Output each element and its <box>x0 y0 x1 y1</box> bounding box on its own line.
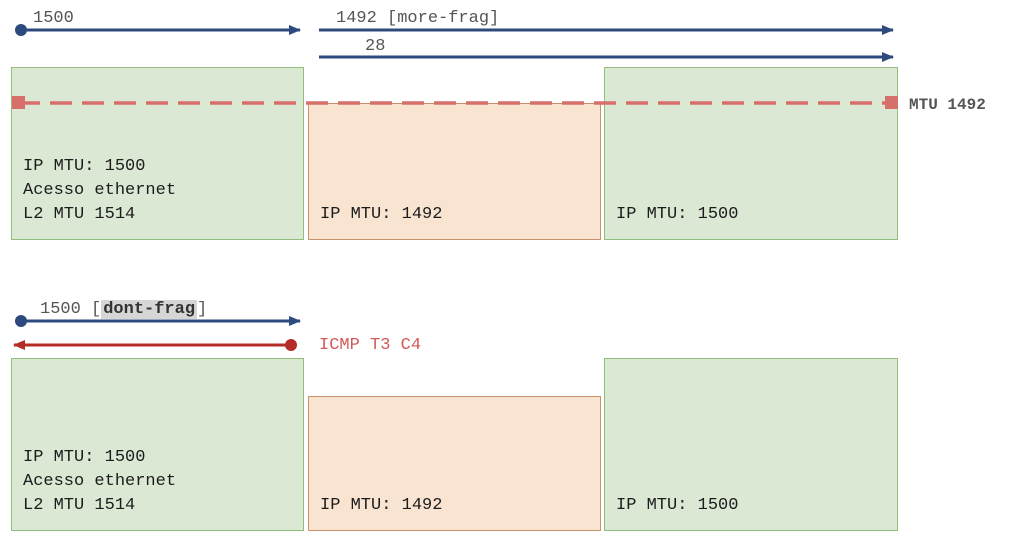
bottom-arrow-1500 <box>15 315 301 327</box>
icmp-return-arrow <box>13 339 297 351</box>
dont-frag-flag: dont-frag <box>101 300 198 319</box>
bottom-arrow-label-prefix: 1500 [ <box>40 300 102 319</box>
bottom-link-box-2: IP MTU: 1492 <box>308 396 601 531</box>
mtu-line-end-marker <box>885 96 898 109</box>
bottom-box-2-text: IP MTU: 1492 <box>320 496 443 515</box>
top-arrow-1500 <box>15 24 301 36</box>
icmp-label: ICMP T3 C4 <box>319 336 422 355</box>
bottom-link-box-3: IP MTU: 1500 <box>604 358 898 531</box>
mtu-dashed-line <box>12 96 898 109</box>
top-arrow-1500-label: 1500 <box>33 9 74 28</box>
top-box-2-text: IP MTU: 1492 <box>320 205 443 224</box>
mtu-line-start-marker <box>12 96 25 109</box>
bottom-arrow-label-suffix: ] <box>197 300 208 319</box>
top-link-box-3: IP MTU: 1500 <box>604 67 898 240</box>
bottom-arrow-label: 1500 [dont-frag] <box>40 300 207 320</box>
top-box-3-text: IP MTU: 1500 <box>616 205 739 224</box>
bottom-box-3-text: IP MTU: 1500 <box>616 496 739 515</box>
mtu-label: MTU 1492 <box>909 96 986 114</box>
top-arrow-fragment-1-label: 1492 [more-frag] <box>336 9 500 28</box>
top-arrow-fragment-2-label: 28 <box>365 37 386 56</box>
